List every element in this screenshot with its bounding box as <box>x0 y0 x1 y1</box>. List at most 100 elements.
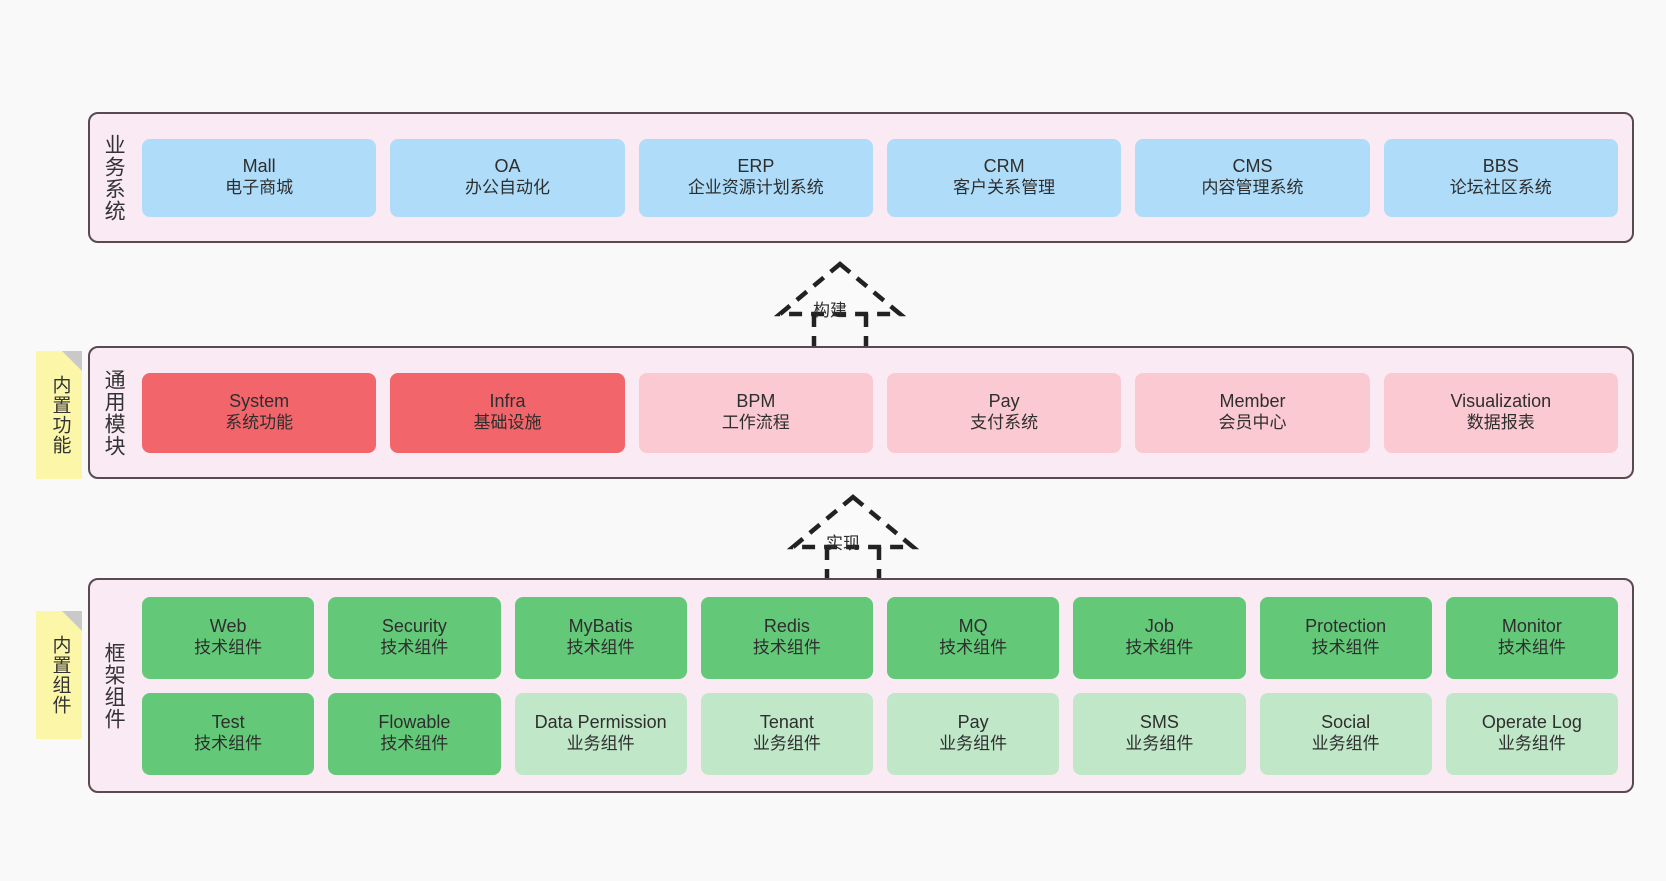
card-subtitle-cn: 会员中心 <box>1218 413 1287 433</box>
card-title-en: System <box>229 391 290 412</box>
layer-title-business: 业务系统 <box>102 133 126 222</box>
card-title-en: Security <box>381 616 447 637</box>
card-subtitle-cn: 技术组件 <box>1497 638 1566 658</box>
sticky-note-builtin-components: 内置组件 <box>36 611 82 739</box>
card-subtitle-cn: 技术组件 <box>566 638 635 658</box>
card-subtitle-cn: 技术组件 <box>1125 638 1194 658</box>
card-title-en: MyBatis <box>568 616 633 637</box>
card-title-en: Data Permission <box>534 712 667 733</box>
card-title-en: BPM <box>736 391 776 412</box>
card-subtitle-cn: 技术组件 <box>194 638 263 658</box>
card-subtitle-cn: 内容管理系统 <box>1201 178 1304 198</box>
card-subtitle-cn: 系统功能 <box>225 413 294 433</box>
connector-implement: 实现 <box>763 491 923 587</box>
card-title-en: CRM <box>983 156 1025 177</box>
card-title-en: Member <box>1219 391 1286 412</box>
card-subtitle-cn: 业务组件 <box>939 734 1008 754</box>
card-title-en: Flowable <box>378 712 451 733</box>
card-title-en: Web <box>209 616 247 637</box>
card-subtitle-cn: 业务组件 <box>566 734 635 754</box>
card-subtitle-cn: 数据报表 <box>1466 413 1535 433</box>
card-subtitle-cn: 基础设施 <box>473 413 542 433</box>
sticky-fold-corner-icon <box>62 351 82 371</box>
card-subtitle-cn: 技术组件 <box>380 638 449 658</box>
card-subtitle-cn: 电子商城 <box>225 178 294 198</box>
card-subtitle-cn: 技术组件 <box>939 638 1008 658</box>
card-title-en: Redis <box>763 616 810 637</box>
layer-title-framework: 框架组件 <box>102 641 126 730</box>
card-title-en: Test <box>211 712 245 733</box>
connector-build: 构建 <box>750 258 910 354</box>
card-title-en: Pay <box>988 391 1020 412</box>
card-subtitle-cn: 技术组件 <box>1311 638 1380 658</box>
card-title-en: Tenant <box>759 712 814 733</box>
card-subtitle-cn: 客户关系管理 <box>953 178 1056 198</box>
card-subtitle-cn: 技术组件 <box>194 734 263 754</box>
card-title-en: SMS <box>1139 712 1179 733</box>
card-subtitle-cn: 业务组件 <box>1497 734 1566 754</box>
card-title-en: Infra <box>489 391 526 412</box>
realization-arrowhead-icon <box>786 494 920 550</box>
card-title-en: MQ <box>958 616 988 637</box>
card-title-en: Job <box>1144 616 1174 637</box>
card-title-en: Mall <box>242 156 276 177</box>
sticky-note-label-functions: 内置功能 <box>49 375 71 455</box>
card-subtitle-cn: 工作流程 <box>721 413 790 433</box>
card-title-en: Operate Log <box>1481 712 1582 733</box>
card-subtitle-cn: 业务组件 <box>752 734 821 754</box>
card-subtitle-cn: 论坛社区系统 <box>1449 178 1552 198</box>
card-title-en: CMS <box>1232 156 1273 177</box>
card-title-en: Social <box>1321 712 1371 733</box>
card-subtitle-cn: 技术组件 <box>380 734 449 754</box>
card-title-en: Protection <box>1305 616 1387 637</box>
card-subtitle-cn: 办公自动化 <box>464 178 550 198</box>
card-title-en: OA <box>494 156 521 177</box>
card-title-en: Pay <box>957 712 989 733</box>
generalization-arrowhead-icon <box>773 261 907 317</box>
card-subtitle-cn: 企业资源计划系统 <box>687 178 824 198</box>
connector-implement-label: 实现 <box>826 534 860 553</box>
sticky-note-label-components: 内置组件 <box>49 635 71 715</box>
sticky-fold-corner-icon <box>62 611 82 631</box>
sticky-note-builtin-functions: 内置功能 <box>36 351 82 479</box>
card-title-en: BBS <box>1482 156 1519 177</box>
